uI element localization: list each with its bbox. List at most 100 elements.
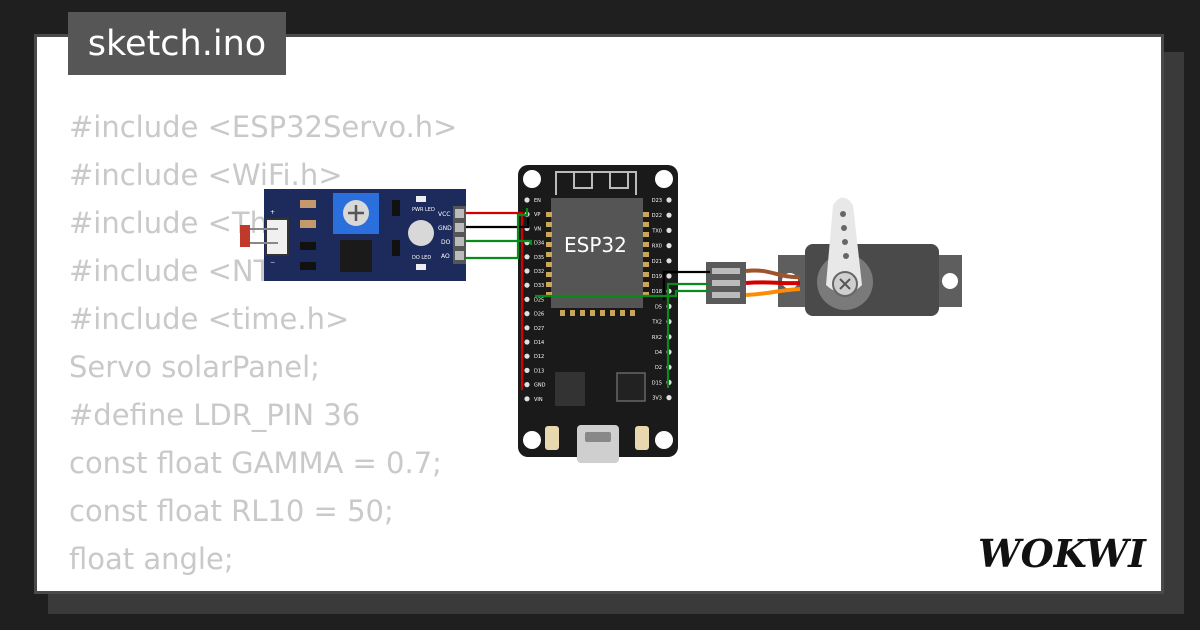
- pwr-led-label: PWR LED: [412, 207, 435, 213]
- esp32-board[interactable]: ESP32 ENVPVND34D35D32D33D25D26D27D14D12D…: [518, 165, 678, 463]
- horn-hole: [841, 225, 847, 231]
- terminal-minus-mark: −: [270, 259, 275, 266]
- esp32-pin-label: RX0: [652, 244, 662, 250]
- esp32-pin-label: D22: [652, 213, 662, 219]
- module-pad: [546, 242, 552, 247]
- module-pad: [643, 252, 649, 257]
- photoresistor-icon[interactable]: [240, 225, 250, 247]
- wire-servo-signal[interactable]: [535, 289, 710, 298]
- file-tab-label: sketch.ino: [87, 23, 267, 64]
- servo-horn[interactable]: [826, 197, 862, 294]
- voltage-regulator: [555, 372, 585, 406]
- wire-do-green[interactable]: [466, 239, 533, 245]
- wire-gnd-black[interactable]: [466, 218, 530, 229]
- module-pad: [546, 282, 552, 287]
- usb-port-icon: [577, 425, 619, 463]
- esp32-pin[interactable]: [524, 268, 530, 274]
- esp32-pin[interactable]: [524, 367, 530, 373]
- module-pad: [546, 252, 552, 257]
- esp32-pin[interactable]: [524, 282, 530, 288]
- esp32-pin[interactable]: [524, 197, 530, 203]
- sensor-lens-icon: [408, 220, 434, 246]
- code-line: Pl 1C: [69, 583, 457, 591]
- do-led-label: DO LED: [412, 255, 431, 261]
- esp32-pin-label: D15: [652, 380, 662, 386]
- ldr-pin-gnd[interactable]: [455, 223, 464, 232]
- code-preview: #include <ESP32Servo.h>#include <WiFi.h>…: [69, 103, 458, 591]
- esp32-pin-label: D5: [655, 304, 662, 310]
- esp32-pin[interactable]: [524, 254, 530, 260]
- esp32-pin[interactable]: [524, 382, 530, 388]
- esp32-pin-label: D21: [652, 259, 662, 265]
- esp32-pin-label: D19: [652, 274, 662, 280]
- module-pad: [560, 310, 565, 316]
- esp32-pin[interactable]: [524, 353, 530, 359]
- esp32-pin[interactable]: [666, 273, 672, 279]
- code-line: const float RL10 = 50;: [69, 494, 394, 528]
- module-pad: [643, 222, 649, 227]
- wire-servo-signal-green[interactable]: [666, 282, 710, 388]
- wire-servo-gnd[interactable]: [662, 270, 710, 300]
- esp32-pin-label: EN: [534, 198, 541, 204]
- module-pad: [620, 310, 625, 316]
- wire-ao-green[interactable]: [466, 208, 529, 260]
- file-tab[interactable]: sketch.ino: [68, 12, 286, 75]
- ldr-module[interactable]: VCC GND DO AO PWR LED DO LED + −: [240, 189, 466, 281]
- module-pad: [610, 310, 615, 316]
- esp32-pin[interactable]: [524, 325, 530, 331]
- module-pad: [643, 282, 649, 287]
- boot-button-icon[interactable]: [545, 426, 559, 450]
- module-pad: [546, 232, 552, 237]
- esp32-pin-label: D35: [534, 255, 544, 261]
- module-pad: [546, 262, 552, 267]
- esp32-pin-label: D4: [655, 350, 662, 356]
- ldr-pin-ao[interactable]: [455, 251, 464, 260]
- module-pad: [643, 242, 649, 247]
- module-pads: [546, 212, 649, 316]
- servo-cable-brown: [745, 268, 801, 280]
- module-pad: [643, 292, 649, 297]
- esp32-pin-label: D14: [534, 340, 544, 346]
- pwr-led-icon: [416, 196, 426, 202]
- code-line: #include <Th: [69, 206, 268, 240]
- code-line: #define LDR_PIN 36: [69, 398, 361, 432]
- esp32-pin-label: D18: [652, 289, 662, 295]
- esp32-pin[interactable]: [524, 311, 530, 317]
- module-pad: [643, 232, 649, 237]
- esp32-pin[interactable]: [666, 243, 672, 249]
- screw-cross-icon: [839, 278, 851, 290]
- esp32-pin[interactable]: [666, 395, 672, 401]
- smd-component: [392, 200, 400, 216]
- code-line: #include <ESP32Servo.h>: [69, 110, 458, 144]
- esp32-pin[interactable]: [524, 296, 530, 302]
- esp32-pin[interactable]: [666, 227, 672, 233]
- module-pad: [630, 310, 635, 316]
- esp32-pin-label: D13: [534, 368, 544, 374]
- module-pad: [546, 292, 552, 297]
- wokwi-logo[interactable]: WOKWI: [978, 531, 1147, 576]
- esp32-pin[interactable]: [666, 197, 672, 203]
- module-pad: [546, 272, 552, 277]
- module-pad: [643, 272, 649, 277]
- cross-icon: [348, 205, 364, 221]
- wire-vcc-red[interactable]: [466, 211, 524, 390]
- servo-cable-orange: [745, 287, 801, 297]
- ldr-pin-do[interactable]: [455, 237, 464, 246]
- module-pad: [590, 310, 595, 316]
- esp32-pin[interactable]: [524, 339, 530, 345]
- servo-connector: [706, 262, 746, 304]
- esp32-pin-label: VIN: [534, 397, 543, 403]
- connector-pin: [712, 292, 740, 298]
- esp32-pin-label: TX0: [651, 228, 662, 234]
- esp32-pin[interactable]: [666, 258, 672, 264]
- mount-hole: [942, 273, 958, 289]
- module-pad: [580, 310, 585, 316]
- servo-motor[interactable]: [778, 197, 962, 317]
- ldr-pin-vcc[interactable]: [455, 209, 464, 218]
- reset-button-icon[interactable]: [635, 426, 649, 450]
- horn-hole: [843, 253, 849, 259]
- esp32-pin[interactable]: [524, 396, 530, 402]
- esp32-pin[interactable]: [666, 212, 672, 218]
- horn-hole: [840, 211, 846, 217]
